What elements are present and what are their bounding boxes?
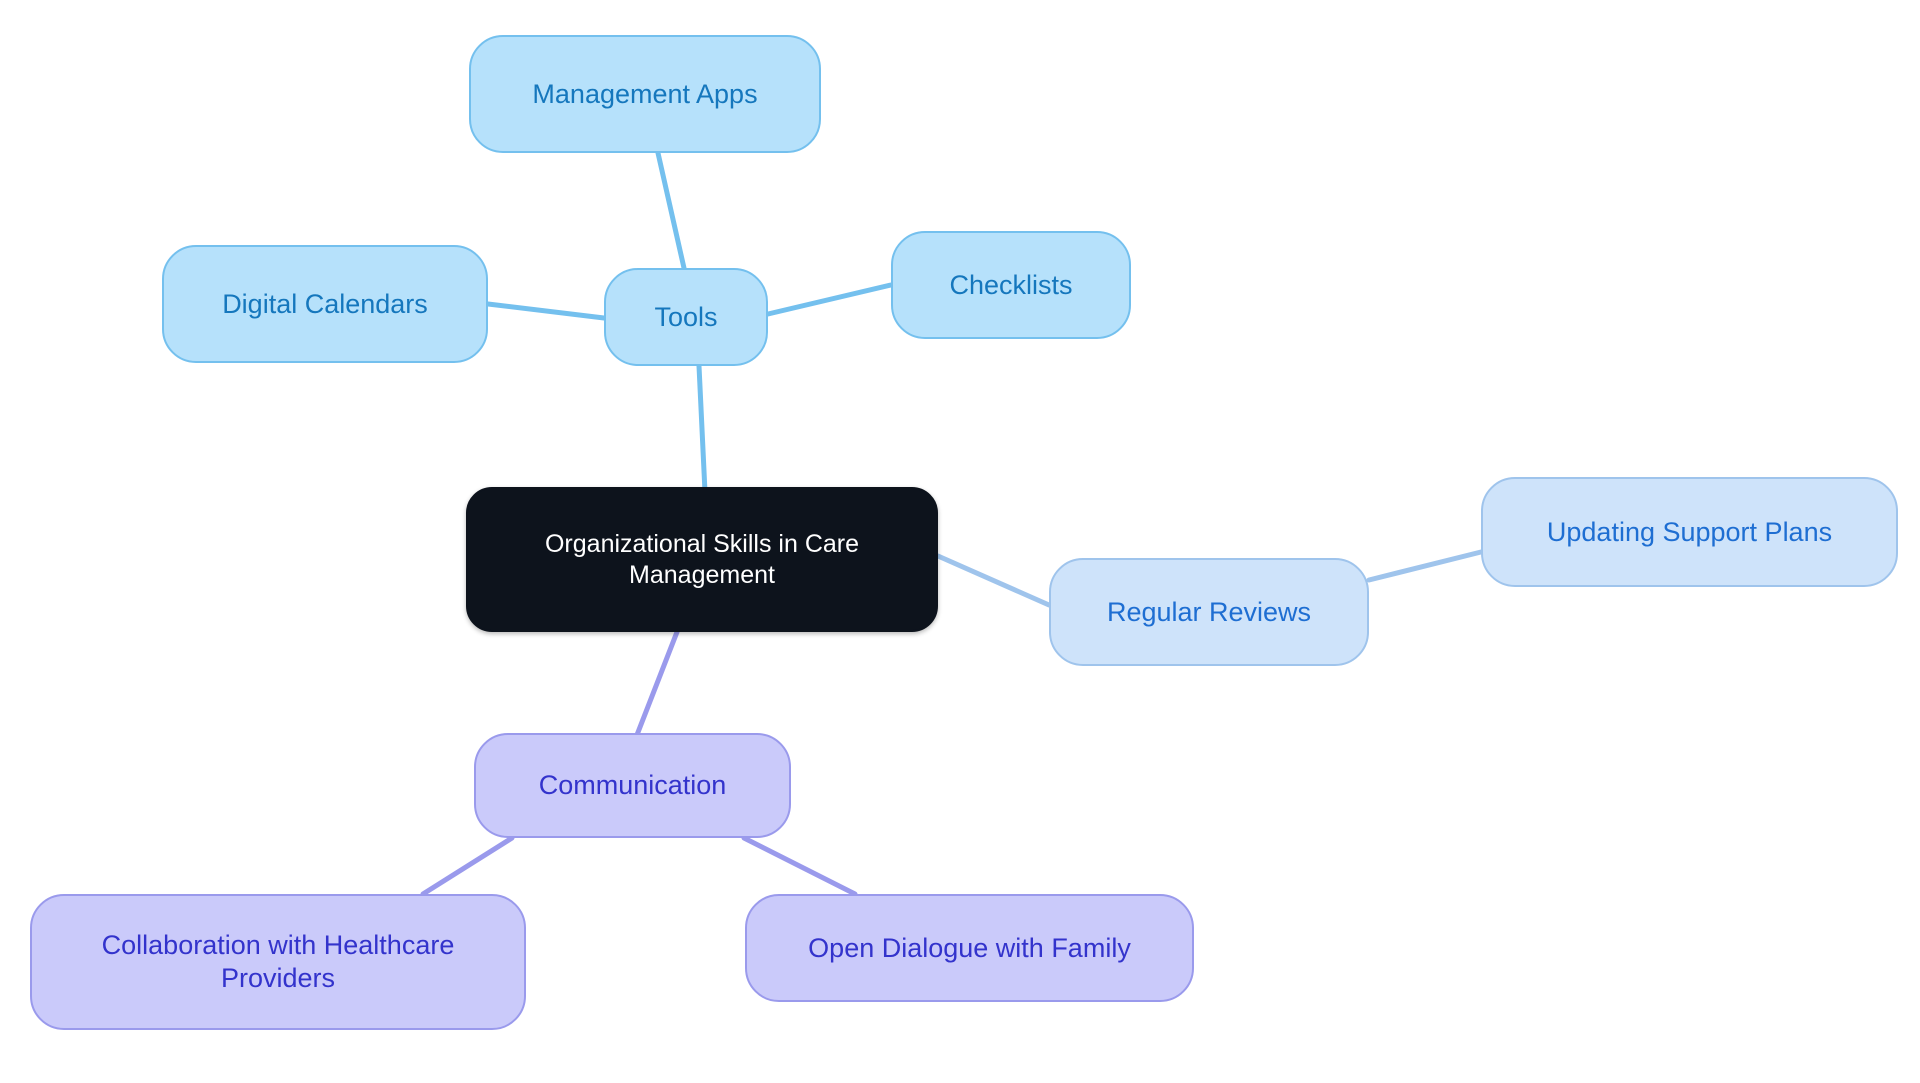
node-communication[interactable]: Communication [474,733,791,838]
edge-tools-digital-calendars [485,301,607,321]
node-regular-reviews[interactable]: Regular Reviews [1049,558,1369,666]
edge-tools-management-apps [655,150,687,271]
node-management-apps[interactable]: Management Apps [469,35,821,153]
edge-root-tools [696,363,708,495]
node-updating-support-plans[interactable]: Updating Support Plans [1481,477,1898,587]
node-digital-calendars[interactable]: Digital Calendars [162,245,488,363]
edge-root-communication [632,629,680,743]
node-tools[interactable]: Tools [604,268,768,366]
node-collaboration-healthcare-providers[interactable]: Collaboration with Healthcare Providers [30,894,526,1030]
edge-tools-checklists [765,282,894,317]
edge-root-regular-reviews [935,553,1052,608]
node-open-dialogue-with-family[interactable]: Open Dialogue with Family [745,894,1194,1002]
edge-communication-open-dialogue [741,835,858,897]
edge-communication-collaboration [420,835,515,897]
node-checklists[interactable]: Checklists [891,231,1131,339]
edge-regular-reviews-updating-support-plans [1366,549,1484,583]
node-root-organizational-skills[interactable]: Organizational Skills in Care Management [466,487,938,632]
